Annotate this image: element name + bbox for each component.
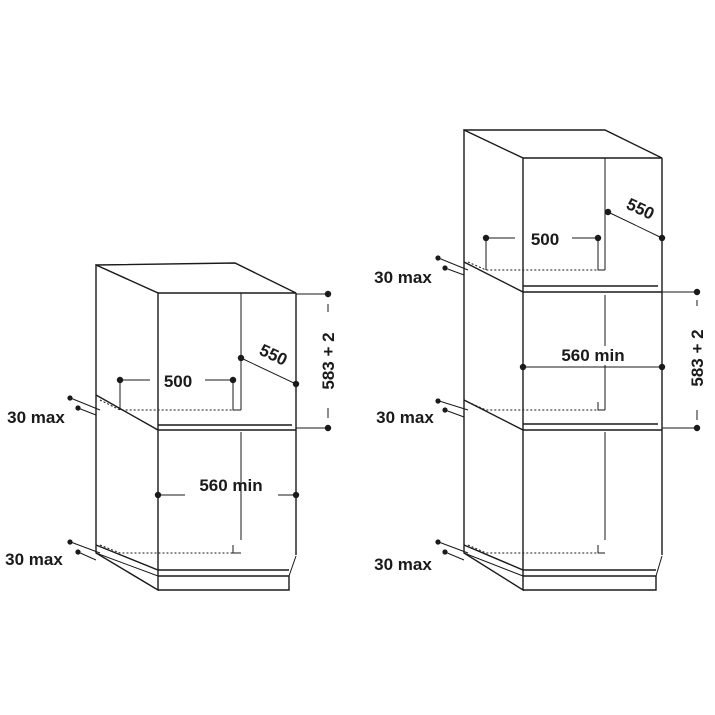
- left-depth-dot-a: [116, 376, 124, 384]
- left-cabinet: 500 550 560 min 583 + 2 30 max 30 max: [5, 262, 338, 592]
- right-gap-mid-line-b: [444, 409, 465, 418]
- left-diag-dot-a: [237, 354, 245, 362]
- left-floor-front: [95, 544, 289, 571]
- right-width-label: 560 min: [561, 346, 624, 365]
- left-depth-label: 500: [164, 372, 192, 391]
- right-gap-mid-line: [435, 399, 469, 411]
- right-diag-dot-b: [658, 234, 666, 242]
- left-floor-dashed: [99, 544, 233, 554]
- right-floor-front: [463, 544, 656, 571]
- left-shelf-dashed: [99, 399, 233, 411]
- left-diag-dot-b: [292, 380, 300, 388]
- left-shelf-notch: [232, 400, 241, 411]
- left-cabinet-bottom: [158, 575, 290, 591]
- right-gap-mid-dot-a: [435, 398, 441, 404]
- left-gap-top-dot-a: [67, 395, 73, 401]
- right-gap-mid-label: 30 max: [376, 408, 434, 427]
- right-diag-line: [607, 211, 663, 239]
- right-cabinet-bottom-corner: [655, 555, 663, 577]
- right-diag-label: 550: [623, 194, 657, 223]
- left-cabinet-bottom-corner: [288, 555, 297, 577]
- right-height-dot-bottom: [693, 424, 701, 432]
- left-gap-bottom-label: 30 max: [5, 550, 63, 569]
- left-height-dot-bottom: [324, 424, 332, 432]
- left-depth-dot-b: [229, 376, 237, 384]
- right-width-dot-b: [658, 363, 666, 371]
- left-gap-top-line-b: [77, 407, 97, 416]
- left-cabinet-bottom-edge: [95, 552, 159, 577]
- left-gap-bottom-dot-a: [67, 539, 73, 545]
- right-width-label-bg: [540, 346, 642, 365]
- right-shelf-mid-notch: [597, 402, 605, 411]
- left-diag-line: [240, 357, 297, 385]
- right-gap-bottom-dot-a: [435, 539, 441, 545]
- right-cabinet-side-panel: [463, 128, 524, 592]
- right-floor-dashed: [467, 544, 598, 554]
- left-cabinet-side-panel: [95, 263, 159, 592]
- right-shelf-top-front: [463, 261, 662, 293]
- left-height-dot-top: [324, 290, 332, 298]
- right-cabinet-bottom-edge: [463, 552, 524, 577]
- left-gap-top-line: [67, 396, 101, 411]
- left-width-dot-b: [292, 491, 300, 499]
- left-width-label: 560 min: [199, 476, 262, 495]
- right-cabinet: 500 550 560 min 583 + 2 30 max 30 max: [374, 128, 707, 592]
- right-shelf-mid-front: [463, 399, 662, 431]
- left-height-label: 583 + 2: [319, 332, 338, 389]
- right-floor-notch: [597, 545, 605, 554]
- right-gap-top-line: [435, 256, 469, 271]
- right-height-label: 583 + 2: [688, 329, 707, 386]
- right-depth-label: 500: [531, 230, 559, 249]
- right-shelf-top-dashed: [467, 261, 598, 271]
- right-gap-bottom-label: 30 max: [374, 555, 432, 574]
- left-diag-label: 550: [256, 340, 290, 369]
- left-cabinet-top: [95, 262, 297, 294]
- right-cabinet-top: [464, 129, 663, 159]
- right-cabinet-bottom: [523, 575, 657, 591]
- left-gap-top-label: 30 max: [7, 408, 65, 427]
- left-gap-bottom-line: [67, 540, 101, 554]
- right-gap-top-label: 30 max: [374, 268, 432, 287]
- right-shelf-mid-dashed: [467, 401, 598, 411]
- right-shelf-top-notch: [597, 262, 605, 271]
- right-depth-dot-a: [482, 234, 490, 242]
- left-gap-bottom-line-b: [77, 551, 97, 561]
- right-width-dot-a: [519, 363, 527, 371]
- right-gap-top-dot-a: [435, 255, 441, 261]
- left-floor-notch: [232, 545, 241, 554]
- left-width-dot-a: [154, 491, 162, 499]
- right-gap-top-line-b: [444, 267, 465, 276]
- right-height-dot-top: [693, 288, 701, 296]
- right-depth-dot-b: [594, 234, 602, 242]
- right-gap-bottom-line-b: [444, 551, 465, 561]
- right-diag-dot-a: [604, 208, 612, 216]
- right-gap-bottom-line: [435, 540, 469, 554]
